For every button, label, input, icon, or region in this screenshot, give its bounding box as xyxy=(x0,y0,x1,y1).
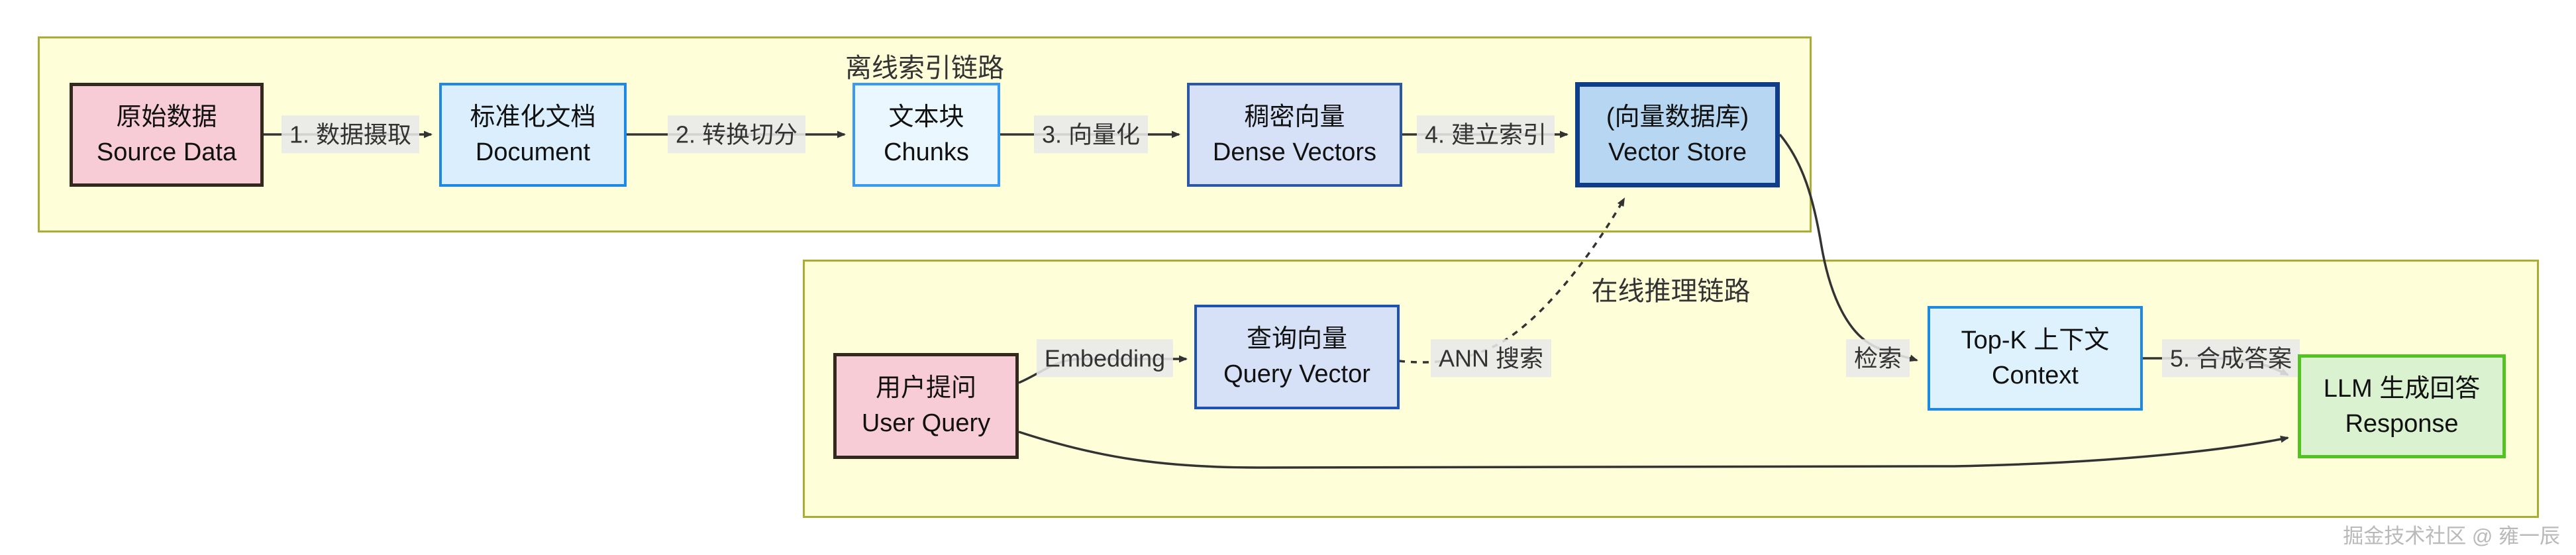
node-llm-response-en: Response xyxy=(2345,409,2459,438)
edge-label-split: 2. 转换切分 xyxy=(667,115,806,154)
offline-pipeline-title: 离线索引链路 xyxy=(845,54,1004,83)
watermark: 掘金技术社区 @ 雍一辰 xyxy=(2343,525,2560,548)
node-topk-context-en: Context xyxy=(1992,362,2079,389)
node-document: 标准化文档 Document xyxy=(439,83,627,187)
node-user-query-en: User Query xyxy=(861,409,991,437)
edge-ann-search-line xyxy=(1398,197,1625,364)
online-pipeline-container: 在线推理链路 xyxy=(803,260,2539,518)
node-query-vector: 查询向量 Query Vector xyxy=(1194,305,1400,409)
edge-userquery-to-llm-line xyxy=(1018,430,2289,469)
node-source-data-en: Source Data xyxy=(96,138,237,166)
node-vector-store-zh: (向量数据库) xyxy=(1606,103,1749,131)
node-chunks: 文本块 Chunks xyxy=(852,83,1000,187)
online-pipeline-title: 在线推理链路 xyxy=(1591,277,1751,306)
edge-label-ann-search: ANN 搜索 xyxy=(1430,339,1552,378)
node-document-en: Document xyxy=(475,138,591,166)
node-topk-context-zh: Top-K 上下文 xyxy=(1961,327,2110,354)
edge-label-retrieval: 检索 xyxy=(1845,339,1910,378)
node-source-data-zh: 原始数据 xyxy=(116,103,217,131)
node-query-vector-en: Query Vector xyxy=(1223,360,1370,388)
node-llm-response-zh: LLM 生成回答 xyxy=(2323,374,2481,403)
node-dense-vectors-en: Dense Vectors xyxy=(1212,138,1377,166)
node-vector-store: (向量数据库) Vector Store xyxy=(1575,82,1780,187)
node-dense-vectors-zh: 稠密向量 xyxy=(1244,103,1345,131)
node-user-query: 用户提问 User Query xyxy=(833,353,1019,459)
node-llm-response: LLM 生成回答 Response xyxy=(2298,354,2506,458)
edge-label-embedding: Embedding xyxy=(1036,339,1174,378)
edge-label-synthesize: 5. 合成答案 xyxy=(2161,339,2300,378)
node-user-query-zh: 用户提问 xyxy=(875,374,976,402)
node-chunks-zh: 文本块 xyxy=(888,103,964,131)
edge-retrieval-line xyxy=(1778,133,1918,362)
node-vector-store-en: Vector Store xyxy=(1608,138,1747,166)
node-source-data: 原始数据 Source Data xyxy=(70,83,264,187)
node-document-zh: 标准化文档 xyxy=(470,103,596,131)
node-chunks-en: Chunks xyxy=(884,138,969,166)
edge-label-vectorize: 3. 向量化 xyxy=(1033,115,1149,154)
node-query-vector-zh: 查询向量 xyxy=(1246,325,1347,353)
edge-label-index: 4. 建立索引 xyxy=(1416,115,1555,154)
node-topk-context: Top-K 上下文 Context xyxy=(1928,306,2143,411)
edge-label-ingest: 1. 数据摄取 xyxy=(281,115,420,154)
node-dense-vectors: 稠密向量 Dense Vectors xyxy=(1187,83,1402,187)
